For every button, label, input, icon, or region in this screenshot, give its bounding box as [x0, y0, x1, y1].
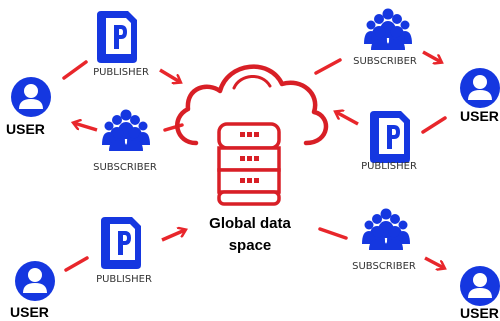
- publisher-p-document-icon: [370, 111, 410, 163]
- user-label-left-top: USER: [6, 121, 45, 137]
- user-avatar-icon: [460, 266, 500, 306]
- title-line-2: space: [228, 237, 272, 254]
- subscriber-group-icon: [102, 109, 150, 151]
- publisher-p-document-icon: [101, 217, 141, 269]
- user-avatar-icon: [11, 77, 51, 117]
- publisher-label-right: PUBLISHER: [361, 161, 417, 172]
- user-avatar-icon: [460, 68, 500, 108]
- connector-cloud-to-subscriber-top-right: [314, 58, 342, 75]
- arrow-publisher-to-cloud-right: [336, 112, 359, 126]
- connector-user-to-publisher-bottom-left: [64, 256, 89, 272]
- user-avatar-icon: [15, 261, 55, 301]
- user-label-right-top: USER: [460, 108, 499, 124]
- arrow-publisher-to-cloud-bottom-left: [161, 230, 185, 242]
- arrow-subscriber-to-user-left: [74, 123, 98, 132]
- arrow-subscriber-to-user-top-right: [422, 50, 441, 62]
- global-data-space-title: Global data space: [190, 213, 310, 257]
- user-label-left-bottom: USER: [10, 304, 49, 320]
- connector-publisher-to-user-right: [421, 116, 447, 134]
- publisher-label-top-left: PUBLISHER: [93, 67, 149, 78]
- subscriber-label-top-right: SUBSCRIBER: [353, 56, 417, 67]
- publisher-label-bottom-left: PUBLISHER: [96, 274, 152, 285]
- database-server-icon: [217, 122, 281, 206]
- subscriber-group-icon: [362, 208, 410, 250]
- arrow-subscriber-to-user-bottom-right: [424, 256, 444, 268]
- subscriber-label-left: SUBSCRIBER: [93, 162, 157, 173]
- subscriber-group-icon: [364, 8, 412, 50]
- subscriber-label-bottom-right: SUBSCRIBER: [352, 261, 416, 272]
- publisher-p-document-icon: [97, 11, 137, 63]
- connector-user-to-publisher-top-left: [62, 60, 88, 80]
- user-label-right-bottom: USER: [460, 305, 499, 321]
- cloud-icon: [175, 64, 329, 146]
- arrow-publisher-to-cloud-top-left: [159, 68, 180, 82]
- connector-center-to-subscriber-bottom-right: [318, 227, 348, 240]
- title-line-1: Global data: [209, 215, 291, 232]
